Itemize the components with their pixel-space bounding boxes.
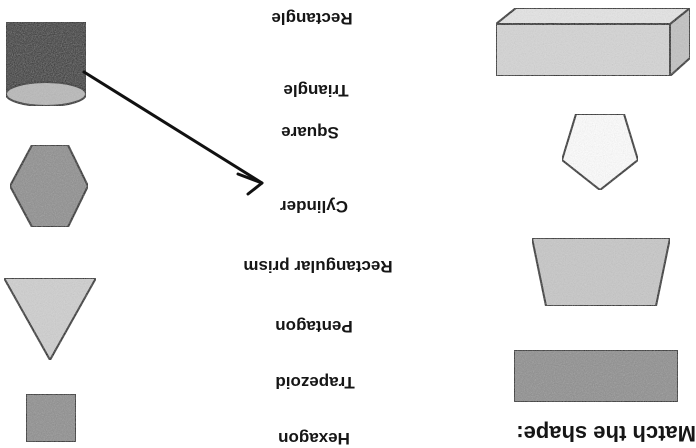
match-arrow: [82, 70, 264, 196]
worksheet-title: Match the shape:: [516, 421, 696, 446]
label-rectangle: Rectangle: [271, 9, 353, 28]
rectangular-prism-shape[interactable]: [493, 5, 693, 79]
label-rectangular-prism: Rectangular prism: [243, 257, 393, 276]
rectangle-shape[interactable]: [513, 349, 679, 403]
label-pentagon: Pentagon: [275, 317, 353, 336]
cylinder-shape[interactable]: [5, 21, 87, 107]
label-triangle: Triangle: [283, 81, 349, 100]
label-hexagon: Hexagon: [278, 429, 350, 448]
square-shape[interactable]: [25, 393, 77, 443]
trapezoid-shape[interactable]: [530, 237, 672, 307]
label-trapezoid: Trapezoid: [275, 373, 355, 392]
hexagon-shape[interactable]: [8, 144, 90, 228]
pentagon-shape[interactable]: [560, 113, 640, 192]
label-cylinder: Cylinder: [279, 197, 349, 216]
label-square: Square: [281, 123, 339, 142]
triangle-shape[interactable]: [2, 277, 98, 363]
